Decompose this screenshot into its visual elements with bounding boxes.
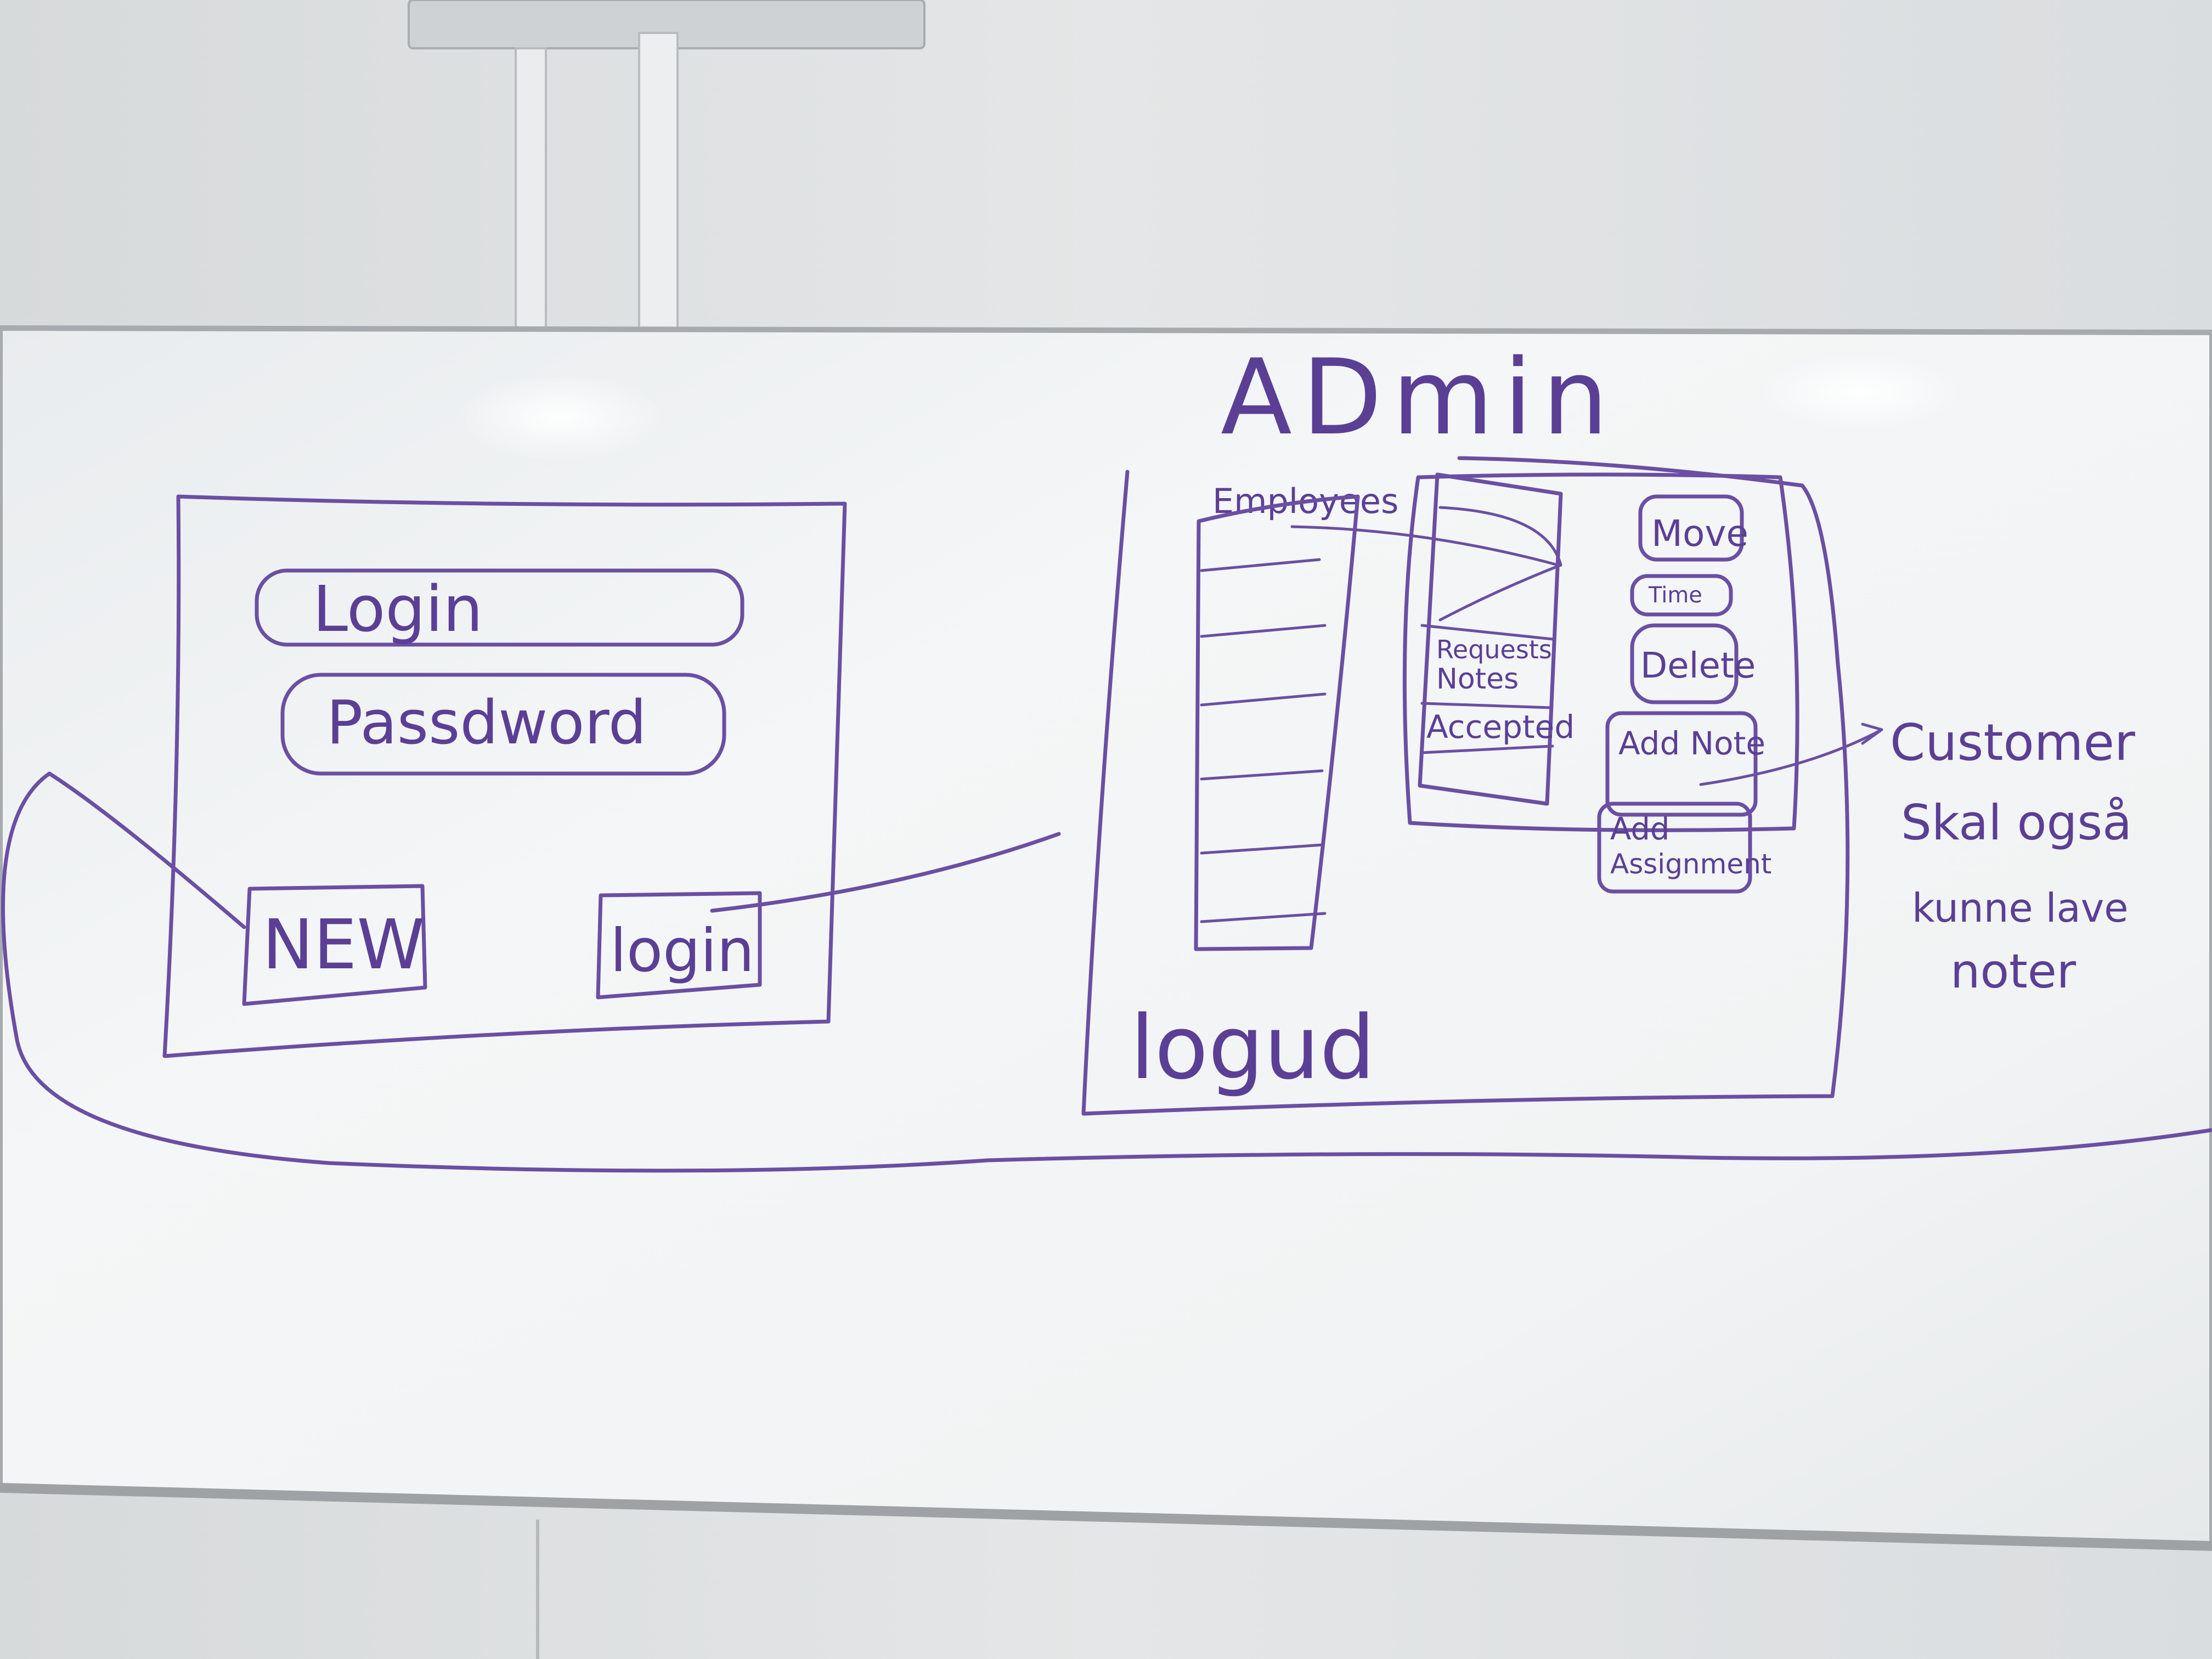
move-button-box xyxy=(1638,494,1744,562)
annotation-line-4: noter xyxy=(1950,944,2076,999)
delete-button-label: Delete xyxy=(1640,646,1756,686)
employee-row-line xyxy=(1200,692,1327,707)
login-button-box xyxy=(596,891,762,1000)
wall-rail xyxy=(638,32,679,330)
annotation-line-2: Skal også xyxy=(1901,794,2132,851)
notes-divider xyxy=(1420,702,1553,709)
employees-list-frame xyxy=(1194,494,1360,951)
notes-divider xyxy=(1420,744,1554,754)
add-note-to-customer-arrow xyxy=(1699,723,1883,786)
add-note-button-label: Add Note xyxy=(1618,725,1765,762)
requested-notes-label: Requests xyxy=(1436,635,1552,664)
light-glare xyxy=(455,373,664,461)
add-assignment-button-box xyxy=(1597,802,1752,894)
annotation-line-3: kunne lave xyxy=(1912,885,2129,931)
employee-row-line xyxy=(1200,843,1324,855)
detail-panel-frame xyxy=(1402,472,1799,832)
login-button-label: login xyxy=(610,917,754,985)
employee-row-line xyxy=(1200,558,1321,572)
light-glare xyxy=(1756,354,1964,431)
delete-button-box xyxy=(1630,623,1739,704)
notes-scribble xyxy=(1438,506,1562,622)
add-assignment-label-line2: Assignment xyxy=(1610,848,1771,880)
customer-annotation: Customer Skal også kunne lave noter xyxy=(1890,713,2135,999)
move-button-label: Move xyxy=(1651,512,1748,555)
requested-notes-label-line2: Notes xyxy=(1436,663,1519,696)
login-screen-frame xyxy=(162,494,847,1058)
login-input-label: Login xyxy=(313,573,483,646)
add-assignment-label-line1: Add xyxy=(1610,811,1669,847)
admin-screen-frame xyxy=(1081,456,1850,1116)
logout-label: logud xyxy=(1130,996,1375,1099)
password-input-label: Passdword xyxy=(326,687,647,758)
annotation-line-1: Customer xyxy=(1890,713,2135,772)
add-note-button-box xyxy=(1605,711,1758,817)
employee-row-line xyxy=(1200,769,1324,781)
employee-row-line xyxy=(1200,912,1327,923)
employee-to-notes-arrow xyxy=(1290,525,1560,567)
login-input-box xyxy=(255,568,744,647)
employee-row-line xyxy=(1200,624,1327,638)
login-screen-sketch: Login Passdword NEW login xyxy=(162,494,847,1058)
flow-connectors xyxy=(1,525,2212,1173)
login-to-admin-arrow xyxy=(710,832,1061,913)
time-button-label: Time xyxy=(1648,583,1702,608)
new-button-label: NEW xyxy=(262,905,425,985)
admin-title: ADmin xyxy=(1221,337,1618,458)
time-button-box xyxy=(1630,574,1733,617)
password-input-box xyxy=(280,673,726,776)
wall-rail xyxy=(515,47,547,329)
whiteboard xyxy=(0,325,2212,1549)
new-button-box xyxy=(242,884,427,1006)
notes-divider xyxy=(1420,624,1554,641)
notes-list-frame xyxy=(1418,472,1563,806)
admin-screen-sketch: ADmin Employees Requests Notes Accepted … xyxy=(1081,337,1850,1116)
accepted-label: Accepted xyxy=(1426,708,1575,746)
new-to-admin-loop-arrow xyxy=(1,771,2212,1173)
whiteboard-bottom-rail xyxy=(0,1483,2212,1551)
